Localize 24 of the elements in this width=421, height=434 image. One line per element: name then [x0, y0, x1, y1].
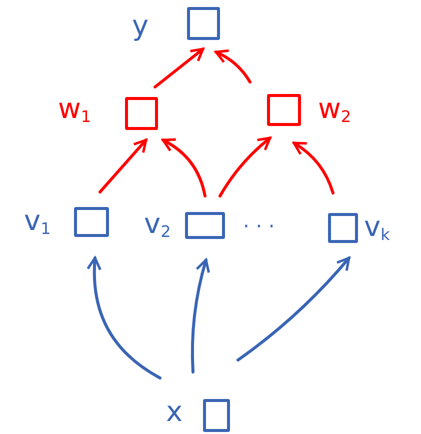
variable-label: w$_{2}$ [318, 95, 352, 125]
arrow [98, 138, 148, 194]
arrow [214, 50, 252, 84]
arrow [236, 256, 350, 362]
square-box [125, 97, 158, 130]
variable-label: x [166, 398, 183, 426]
arrow [218, 136, 272, 198]
square-box [203, 399, 230, 432]
variable-label: v$_{1}$ [24, 207, 51, 237]
arrow [190, 258, 210, 374]
square-box [187, 7, 220, 40]
square-box [328, 213, 358, 243]
arrow [292, 142, 334, 194]
square-box [185, 212, 225, 239]
variable-label: y [132, 12, 149, 40]
variable-label: v$_{k}$ [364, 213, 390, 243]
ellipsis: · · · [243, 214, 275, 238]
square-box [267, 94, 301, 126]
arrow [162, 138, 206, 198]
variable-label: w$_{1}$ [58, 95, 92, 125]
arrow [154, 48, 204, 88]
arrow [86, 256, 162, 380]
variable-label: v$_{2}$ [144, 210, 171, 240]
square-box [74, 207, 109, 237]
